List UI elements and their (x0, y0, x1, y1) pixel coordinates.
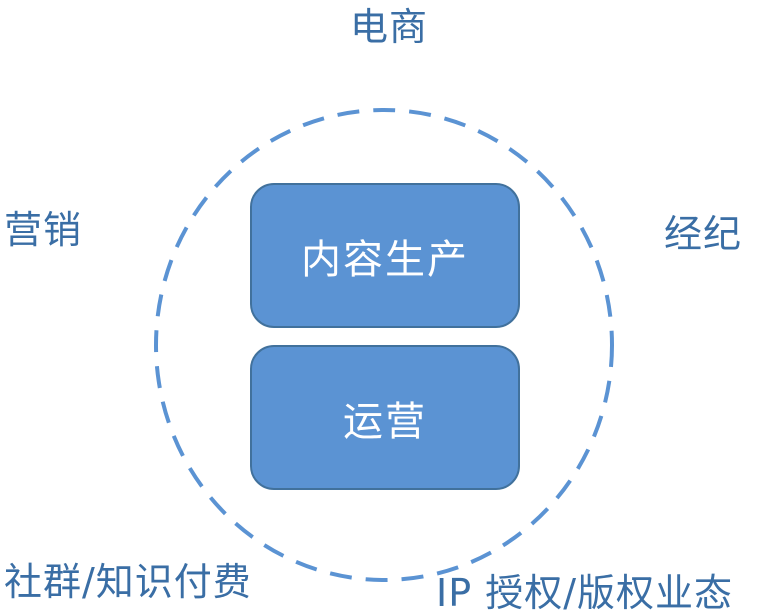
operations-label: 运营 (343, 398, 427, 445)
community-paid-knowledge-label: 社群/知识付费 (4, 560, 252, 604)
dashed-circle-outline (154, 108, 614, 582)
operations-box: 运营 (250, 345, 520, 490)
content-production-label: 内容生产 (301, 236, 469, 283)
marketing-label: 营销 (4, 208, 83, 252)
brokerage-label: 经纪 (664, 212, 743, 256)
ip-licensing-label: IP 授权/版权业态 (436, 571, 734, 615)
ecommerce-label: 电商 (350, 5, 429, 49)
content-production-box: 内容生产 (250, 183, 520, 328)
